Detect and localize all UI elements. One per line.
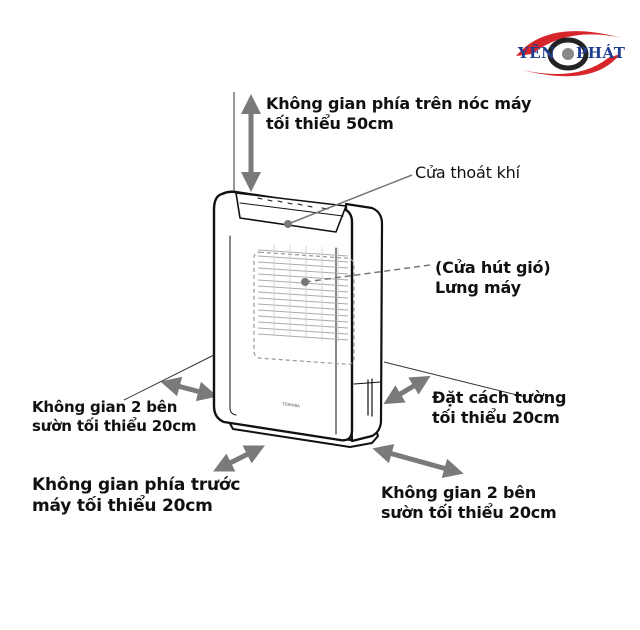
wall-distance-line2: tối thiểu 20cm <box>432 408 560 427</box>
wall-distance-label: Đặt cách tường tối thiểu 20cm <box>432 388 566 428</box>
right-side-label: Không gian 2 bên sườn tối thiểu 20cm <box>381 483 557 523</box>
right-side-arrow <box>372 444 464 478</box>
top-clearance-line2: tối thiểu 50cm <box>266 114 394 133</box>
leader-lines <box>287 174 431 283</box>
air-inlet-line2: Lưng máy <box>435 278 521 297</box>
logo-text-left: YÊN <box>518 44 556 62</box>
logo-text-right: PHÁT <box>576 44 626 62</box>
clearance-arrows <box>160 94 464 478</box>
control-buttons <box>257 197 329 210</box>
dehumidifier: TOSHIBA <box>212 190 384 448</box>
wall-distance-line1: Đặt cách tường <box>432 388 567 407</box>
brand-mark: TOSHIBA <box>281 401 301 409</box>
brand-logo: YÊN PHÁT <box>508 24 632 82</box>
air-outlet-leader <box>287 174 413 225</box>
front-clearance-label: Không gian phía trước máy tối thiểu 20cm <box>32 475 240 517</box>
left-side-line2: sườn tối thiểu 20cm <box>32 417 197 435</box>
logo-ring-bottom <box>522 54 620 77</box>
air-outlet-dot <box>284 220 292 228</box>
logo-ring-top <box>516 31 622 56</box>
air-inlet-dot <box>301 278 309 286</box>
top-clearance-label: Không gian phía trên nóc máy tối thiểu 5… <box>266 94 531 134</box>
air-inlet-leader <box>304 264 431 283</box>
left-side-line1: Không gian 2 bên <box>32 398 178 416</box>
air-inlet-label: (Cửa hút gió) Lưng máy <box>435 258 551 298</box>
right-side-line2: sườn tối thiểu 20cm <box>381 503 557 522</box>
left-side-arrow <box>160 376 218 402</box>
air-inlet-line1: (Cửa hút gió) <box>435 258 551 277</box>
front-clearance-arrow <box>213 445 265 472</box>
top-clearance-line1: Không gian phía trên nóc máy <box>266 94 532 113</box>
right-side-line1: Không gian 2 bên <box>381 483 537 502</box>
air-outlet-label: Cửa thoát khí <box>415 163 520 182</box>
air-inlet-grille <box>253 244 355 365</box>
front-clearance-line1: Không gian phía trước <box>32 475 241 495</box>
left-side-label: Không gian 2 bên sườn tối thiểu 20cm <box>32 398 197 436</box>
wall-distance-arrow <box>383 375 431 405</box>
front-clearance-line2: máy tối thiểu 20cm <box>32 496 213 516</box>
